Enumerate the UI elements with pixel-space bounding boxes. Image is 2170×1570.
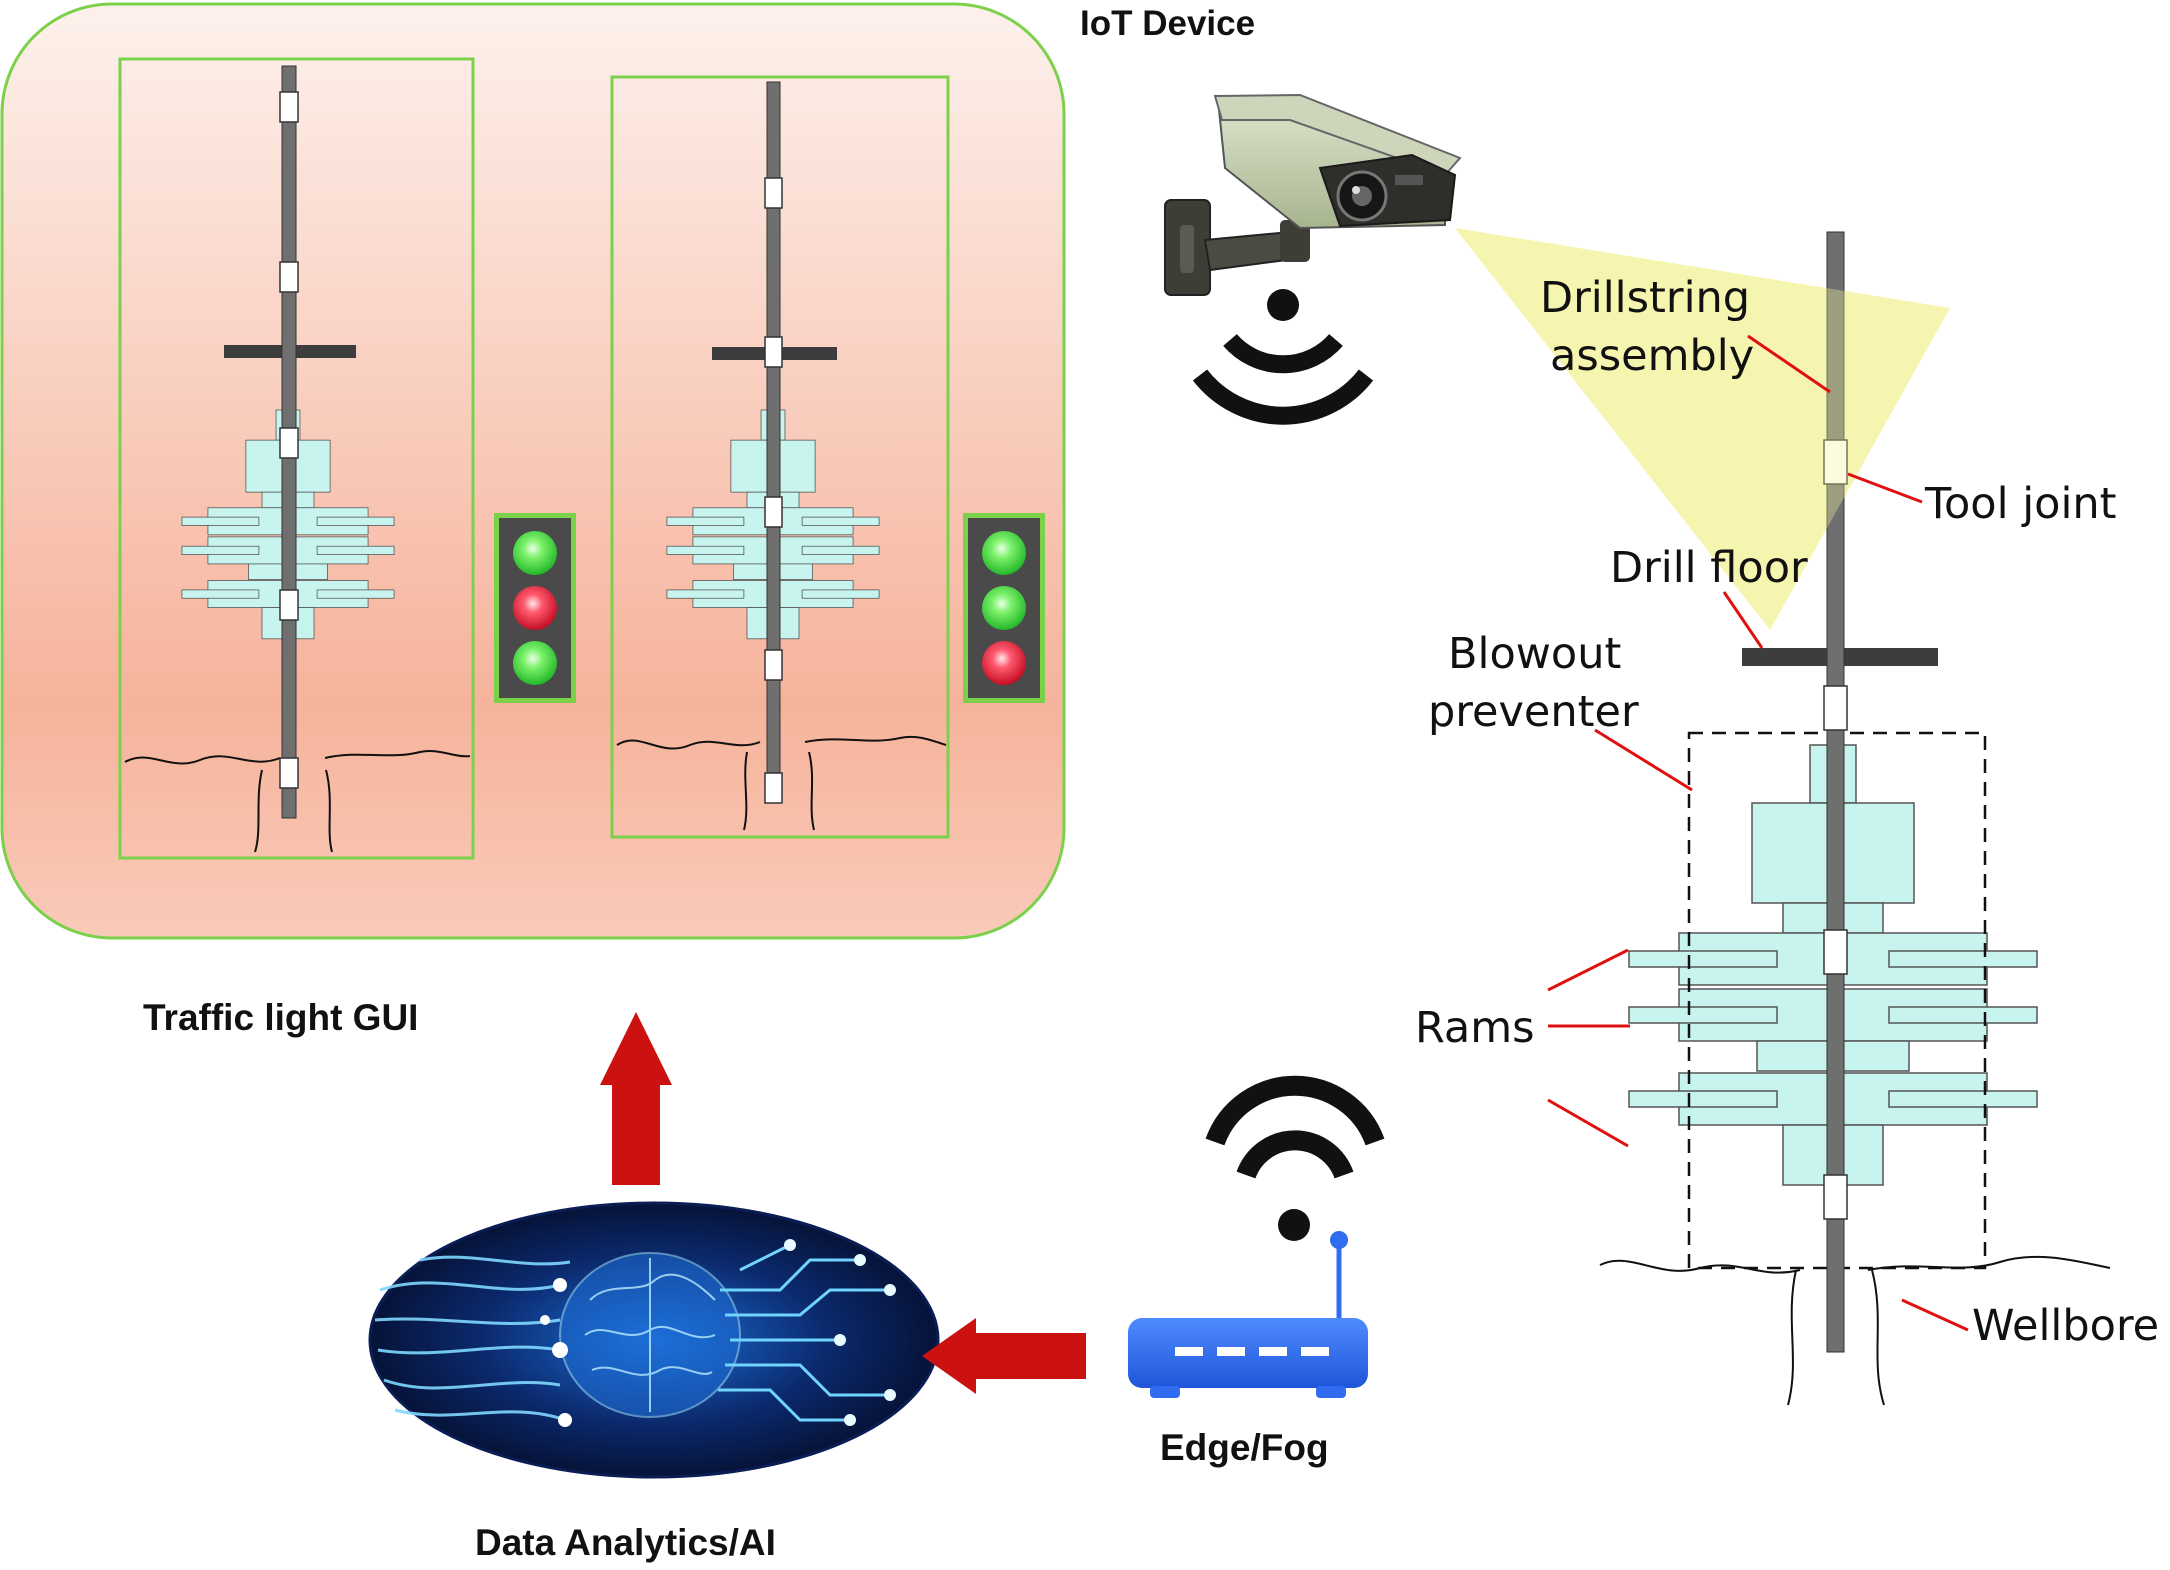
wifi-icon-camera bbox=[1192, 289, 1374, 425]
callout-lines bbox=[1547, 334, 1969, 1332]
drillstring-label-line2: assembly bbox=[1550, 331, 1754, 381]
rams-label: Rams bbox=[1415, 1003, 1535, 1053]
traffic-light-1-top bbox=[513, 531, 557, 575]
drill-floor-label: Drill floor bbox=[1610, 543, 1808, 593]
wifi-icon-edge bbox=[1205, 1075, 1385, 1241]
wellbore-label: Wellbore bbox=[1972, 1301, 2159, 1351]
traffic-light-2-bottom bbox=[982, 641, 1026, 685]
traffic-light-2-top bbox=[982, 531, 1026, 575]
traffic-light-2 bbox=[963, 513, 1045, 703]
up-arrow-icon bbox=[600, 1012, 672, 1185]
camera-view-cone bbox=[1455, 228, 1950, 630]
blowout-label-line1: Blowout bbox=[1448, 629, 1621, 679]
gui-well-frame-2 bbox=[610, 75, 950, 839]
edge-fog-label: Edge/Fog bbox=[1160, 1427, 1329, 1468]
traffic-light-1-bottom bbox=[513, 641, 557, 685]
traffic-light-2-middle bbox=[982, 586, 1026, 630]
traffic-light-gui-panel bbox=[0, 2, 1066, 940]
main-well-schematic bbox=[1599, 231, 2111, 1406]
drillstring-label-line1: Drillstring bbox=[1540, 273, 1750, 323]
data-analytics-label: Data Analytics/AI bbox=[475, 1522, 776, 1563]
iot-device-label: IoT Device bbox=[1080, 4, 1255, 43]
traffic-light-1 bbox=[494, 513, 576, 703]
blowout-label-line2: preventer bbox=[1428, 687, 1639, 737]
traffic-light-1-middle bbox=[513, 586, 557, 630]
gui-well-frame-1 bbox=[118, 57, 475, 860]
left-arrow-icon bbox=[922, 1318, 1086, 1394]
tool-joint-label: Tool joint bbox=[1924, 479, 2117, 529]
ai-brain-icon bbox=[368, 1201, 940, 1479]
router-icon bbox=[1128, 1231, 1368, 1398]
traffic-light-gui-label: Traffic light GUI bbox=[143, 997, 418, 1038]
camera-icon bbox=[1164, 93, 1462, 296]
